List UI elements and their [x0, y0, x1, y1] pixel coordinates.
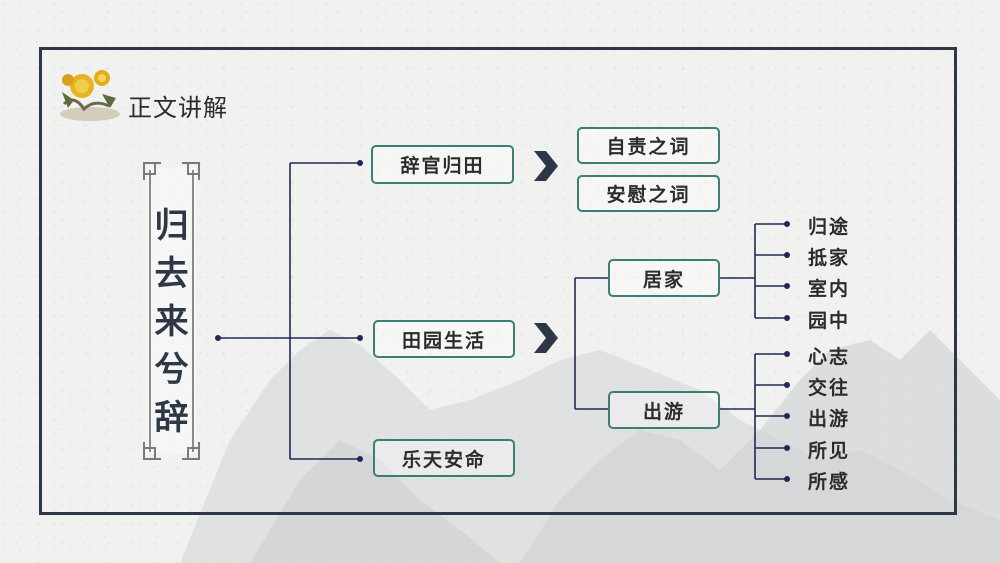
node-consolation: 安慰之词 [577, 175, 720, 212]
content-frame [39, 47, 957, 515]
node-outing: 出游 [608, 391, 720, 429]
leaf-item: 所感 [808, 471, 851, 493]
main-title-char: 兮 [154, 350, 189, 390]
leaf-item: 出游 [808, 408, 851, 430]
main-title-char: 辞 [154, 398, 189, 438]
node-self-blame: 自责之词 [577, 127, 720, 164]
main-title-char: 去 [154, 254, 189, 294]
node-content-fate: 乐天安命 [373, 439, 515, 477]
chevron-right-icon [534, 151, 558, 181]
leaf-item: 园中 [808, 310, 851, 332]
leaf-item: 归途 [808, 216, 851, 238]
chevron-right-icon [534, 323, 558, 353]
leaf-item: 交往 [808, 377, 851, 399]
main-title-char: 归 [154, 206, 189, 246]
leaf-item: 抵家 [808, 247, 851, 269]
leaf-item: 室内 [808, 278, 851, 300]
node-pastoral-life: 田园生活 [373, 320, 515, 358]
page-title: 正文讲解 [128, 94, 228, 122]
leaf-item: 所见 [808, 440, 851, 462]
main-title-plaque: 归 去 来 兮 辞 [141, 160, 202, 462]
node-at-home: 居家 [608, 259, 720, 297]
main-title-char: 来 [154, 302, 189, 342]
chrysanthemum-icon [60, 70, 120, 121]
node-resign-office: 辞官归田 [371, 145, 514, 184]
leaf-item: 心志 [808, 346, 851, 368]
